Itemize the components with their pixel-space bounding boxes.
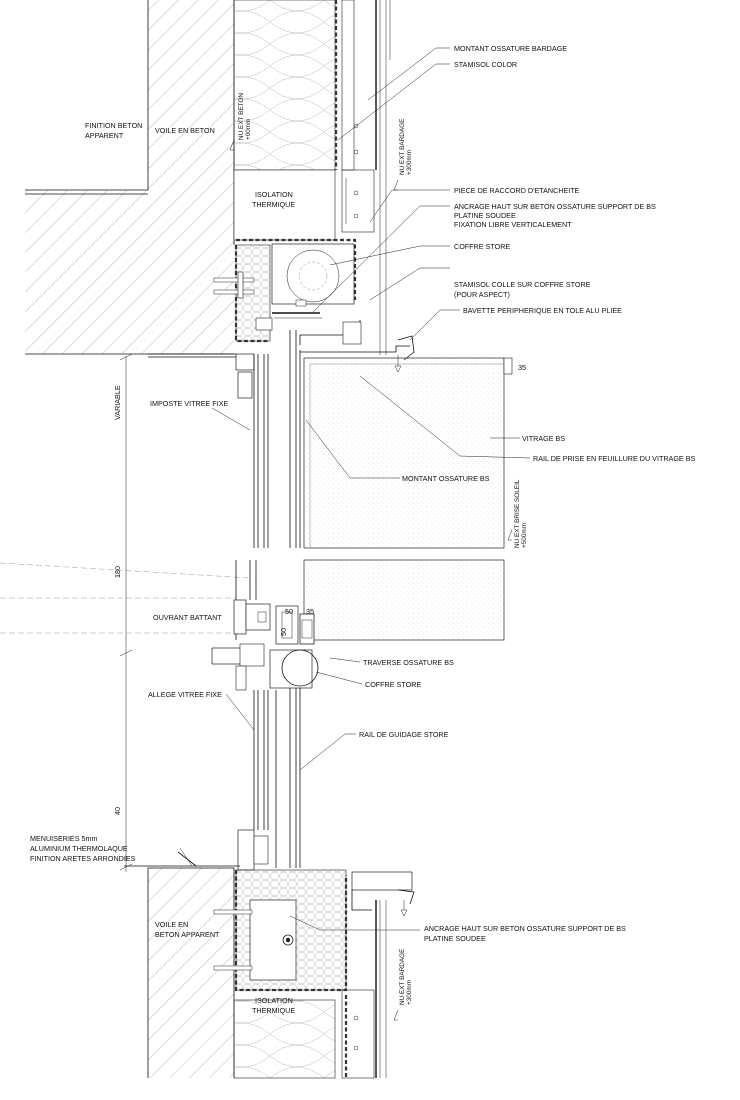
top-anchor-bolts bbox=[213, 271, 322, 331]
top-insulation bbox=[233, 0, 336, 241]
label-voile-bottom-2: BETON APPARENT bbox=[155, 930, 220, 939]
label-nu-ext-brise: NU EXT BRISE SOLEIL bbox=[514, 479, 521, 548]
label-stamisol-colle: STAMISOL COLLE SUR COFFRE STORE bbox=[454, 280, 591, 289]
traverse-ossature-block bbox=[299, 613, 315, 645]
label-variable: VARIABLE bbox=[113, 385, 122, 420]
label-dim-40: 40 bbox=[113, 807, 122, 815]
label-menuiseries: MENUISERIES 5mm bbox=[30, 834, 98, 843]
label-ouvrant-battant: OUVRANT BATTANT bbox=[153, 613, 222, 622]
leader-lines bbox=[179, 47, 531, 931]
label-nu-ext-bardage-bot: NU EXT BARDAGE bbox=[399, 949, 406, 1005]
bottom-coffre-store bbox=[269, 649, 319, 689]
label-rail-guidage: RAIL DE GUIDAGE STORE bbox=[359, 730, 449, 739]
bottom-concrete-wall bbox=[124, 851, 240, 1078]
label-allege: ALLEGE VITREE FIXE bbox=[148, 690, 222, 699]
top-membrane bbox=[236, 0, 357, 300]
left-dimension-line bbox=[119, 353, 133, 872]
label-stamisol-color: STAMISOL COLOR bbox=[454, 60, 517, 69]
bottom-insulation bbox=[233, 900, 387, 1079]
ouvrant-battant-profile bbox=[233, 560, 299, 645]
label-stamisol-colle-2: (POUR ASPECT) bbox=[454, 290, 510, 299]
label-montant-ossature-bardage: MONTANT OSSATURE BARDAGE bbox=[454, 44, 567, 53]
label-voile-en-beton: VOILE EN BETON bbox=[155, 126, 215, 135]
label-ancrage-top-3: FIXATION LIBRE VERTICALEMENT bbox=[454, 220, 572, 229]
top-coffre-store bbox=[271, 243, 355, 307]
vitrage-bs-panel-top bbox=[303, 357, 513, 549]
label-voile-bottom: VOILE EN bbox=[155, 920, 188, 929]
label-isolation-top: ISOLATION bbox=[255, 190, 293, 199]
label-coffre-store-top: COFFRE STORE bbox=[454, 242, 510, 251]
top-frame-profile bbox=[148, 353, 255, 399]
bottom-anchors bbox=[211, 643, 265, 691]
label-nu-ext-beton-val: +00mm bbox=[245, 119, 252, 141]
label-piece-raccord: PIECE DE RACCORD D'ETANCHEITE bbox=[454, 186, 580, 195]
label-ancrage-bottom-2: PLATINE SOUDEE bbox=[424, 934, 486, 943]
label-isolation-top-2: THERMIQUE bbox=[252, 200, 295, 209]
bottom-drip-flashing bbox=[351, 871, 415, 917]
label-dim-180: 180 bbox=[113, 566, 122, 578]
label-bavette: BAVETTE PERIPHERIQUE EN TOLE ALU PLIEE bbox=[463, 306, 622, 315]
label-nu-ext-bardage-bot-val: +300mm bbox=[406, 980, 413, 1005]
label-vitrage-bs: VITRAGE BS bbox=[522, 434, 565, 443]
label-isolation-bottom-2: THERMIQUE bbox=[252, 1006, 295, 1015]
section-break bbox=[0, 562, 251, 634]
top-cladding bbox=[341, 0, 391, 355]
label-rail-prise: RAIL DE PRISE EN FEUILLURE DU VITRAGE BS bbox=[533, 454, 695, 463]
label-traverse-ossature: TRAVERSE OSSATURE BS bbox=[363, 658, 454, 667]
label-dim-50-a: 50 bbox=[285, 607, 293, 616]
label-coffre-store-bottom: COFFRE STORE bbox=[365, 680, 421, 689]
label-dim-35-top: 35 bbox=[518, 363, 526, 372]
label-dim-50-b: 50 bbox=[279, 628, 288, 636]
imposte-glazing bbox=[253, 330, 301, 548]
label-ancrage-bottom: ANCRAGE HAUT SUR BETON OSSATURE SUPPORT … bbox=[424, 924, 626, 933]
label-ancrage-top: ANCRAGE HAUT SUR BETON OSSATURE SUPPORT … bbox=[454, 202, 656, 211]
label-nu-ext-bardage-top: NU EXT BARDAGE bbox=[399, 119, 406, 175]
label-isolation-bottom: ISOLATION bbox=[255, 996, 293, 1005]
label-menuiseries-3: FINITION ARETES ARRONDIES bbox=[30, 854, 136, 863]
label-dim-35-b: 35 bbox=[306, 607, 314, 616]
label-menuiseries-2: ALUMINIUM THERMOLAQUE bbox=[30, 844, 128, 853]
label-ancrage-top-2: PLATINE SOUDEE bbox=[454, 211, 516, 220]
top-concrete-wall bbox=[25, 0, 235, 355]
label-imposte: IMPOSTE VITREE FIXE bbox=[150, 399, 228, 408]
label-nu-ext-beton: NU EXT BETON bbox=[238, 93, 245, 140]
label-nu-ext-brise-val: +500mm bbox=[521, 523, 528, 548]
vitrage-bs-panel-bottom bbox=[303, 559, 505, 641]
label-montant-ossature-bs: MONTANT OSSATURE BS bbox=[402, 474, 490, 483]
label-finition-beton: FINITION BETON bbox=[85, 121, 142, 130]
allege-glazing bbox=[237, 688, 301, 871]
label-finition-beton-2: APPARENT bbox=[85, 131, 124, 140]
label-nu-ext-bardage-top-val: +300mm bbox=[406, 150, 413, 175]
